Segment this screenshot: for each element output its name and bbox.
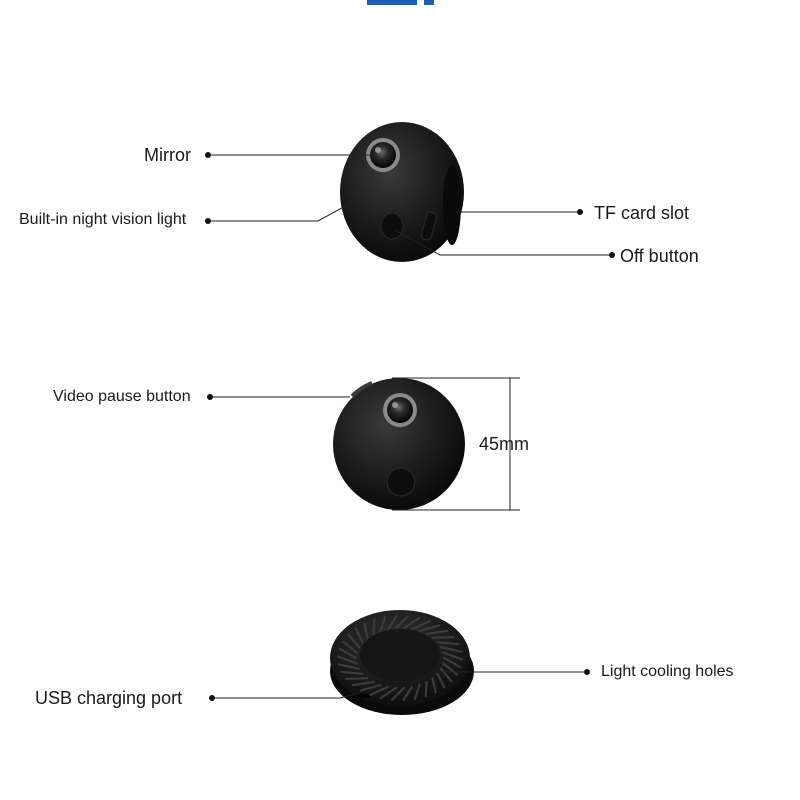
camera-angled-view (340, 122, 464, 262)
cooling-hole-slit (340, 670, 364, 675)
leader-lines-top (208, 154, 612, 256)
leader-lines-bottom (212, 671, 587, 699)
off-button (380, 212, 404, 240)
label-mirror: Mirror (144, 145, 191, 165)
cooling-hole-slit (442, 651, 464, 661)
cooling-holes (336, 614, 464, 702)
cooling-hole-slit (439, 646, 463, 653)
leader-lines-middle (210, 377, 520, 511)
cooling-hole-slit (341, 640, 358, 654)
cooling-hole-slit (413, 683, 421, 700)
cooling-hole-slit (436, 672, 446, 689)
cooling-hole-slit (351, 680, 375, 687)
top-accent-bar (367, 0, 417, 5)
tf-card-slot (420, 211, 438, 241)
top-accent-bar-small (424, 0, 434, 5)
front-lens (387, 397, 413, 423)
leader-dots-top (205, 152, 615, 258)
label-dimension: 45mm (479, 434, 530, 454)
label-usb-port: USB charging port (35, 688, 183, 708)
cooling-hole-slit (431, 636, 455, 639)
cooling-hole-slit (410, 619, 431, 631)
cooling-hole-slit (386, 614, 398, 631)
cooling-hole-slit (431, 677, 437, 694)
label-tf-card-slot: TF card slot (594, 203, 690, 223)
cooling-hole-slit (391, 686, 406, 701)
camera-front-view (333, 378, 465, 510)
usb-port (352, 694, 370, 698)
cooling-hole-slit (424, 680, 428, 698)
cooling-hole-slit (436, 641, 460, 646)
cooling-hole-slit (338, 647, 358, 660)
label-cooling-holes: Light cooling holes (601, 663, 734, 680)
cooling-hole-slit (354, 627, 364, 644)
cooling-hole-slit (337, 663, 361, 670)
front-button (386, 467, 416, 497)
cooling-hole-slit (403, 616, 421, 630)
cooling-hole-slit (369, 685, 390, 697)
label-off-button: Off button (620, 246, 699, 266)
cooling-hole-slit (363, 622, 369, 639)
label-night-vision: Built-in night vision light (19, 211, 187, 228)
leader-dots-bottom (209, 669, 590, 701)
cooling-hole-slit (402, 685, 414, 702)
label-video-pause: Video pause button (53, 388, 191, 405)
leader-dot-video-pause (207, 394, 213, 400)
cooling-hole-slit (379, 616, 387, 633)
cooling-hole-slit (379, 686, 397, 700)
cooling-hole-slit (418, 624, 441, 633)
cooling-hole-slit (359, 683, 382, 692)
cooling-hole-slit (439, 667, 453, 683)
cooling-hole-slit (347, 633, 361, 649)
camera-back-view (330, 610, 474, 715)
mirror-lens (370, 142, 396, 168)
cooling-hole-slit (425, 629, 449, 636)
cooling-hole-slit (442, 656, 462, 669)
cooling-hole-slit (394, 615, 409, 630)
cooling-hole-slit (336, 655, 358, 665)
cooling-hole-slit (345, 677, 369, 680)
cooling-hole-slit (372, 618, 376, 636)
cooling-hole-slit (442, 662, 459, 676)
